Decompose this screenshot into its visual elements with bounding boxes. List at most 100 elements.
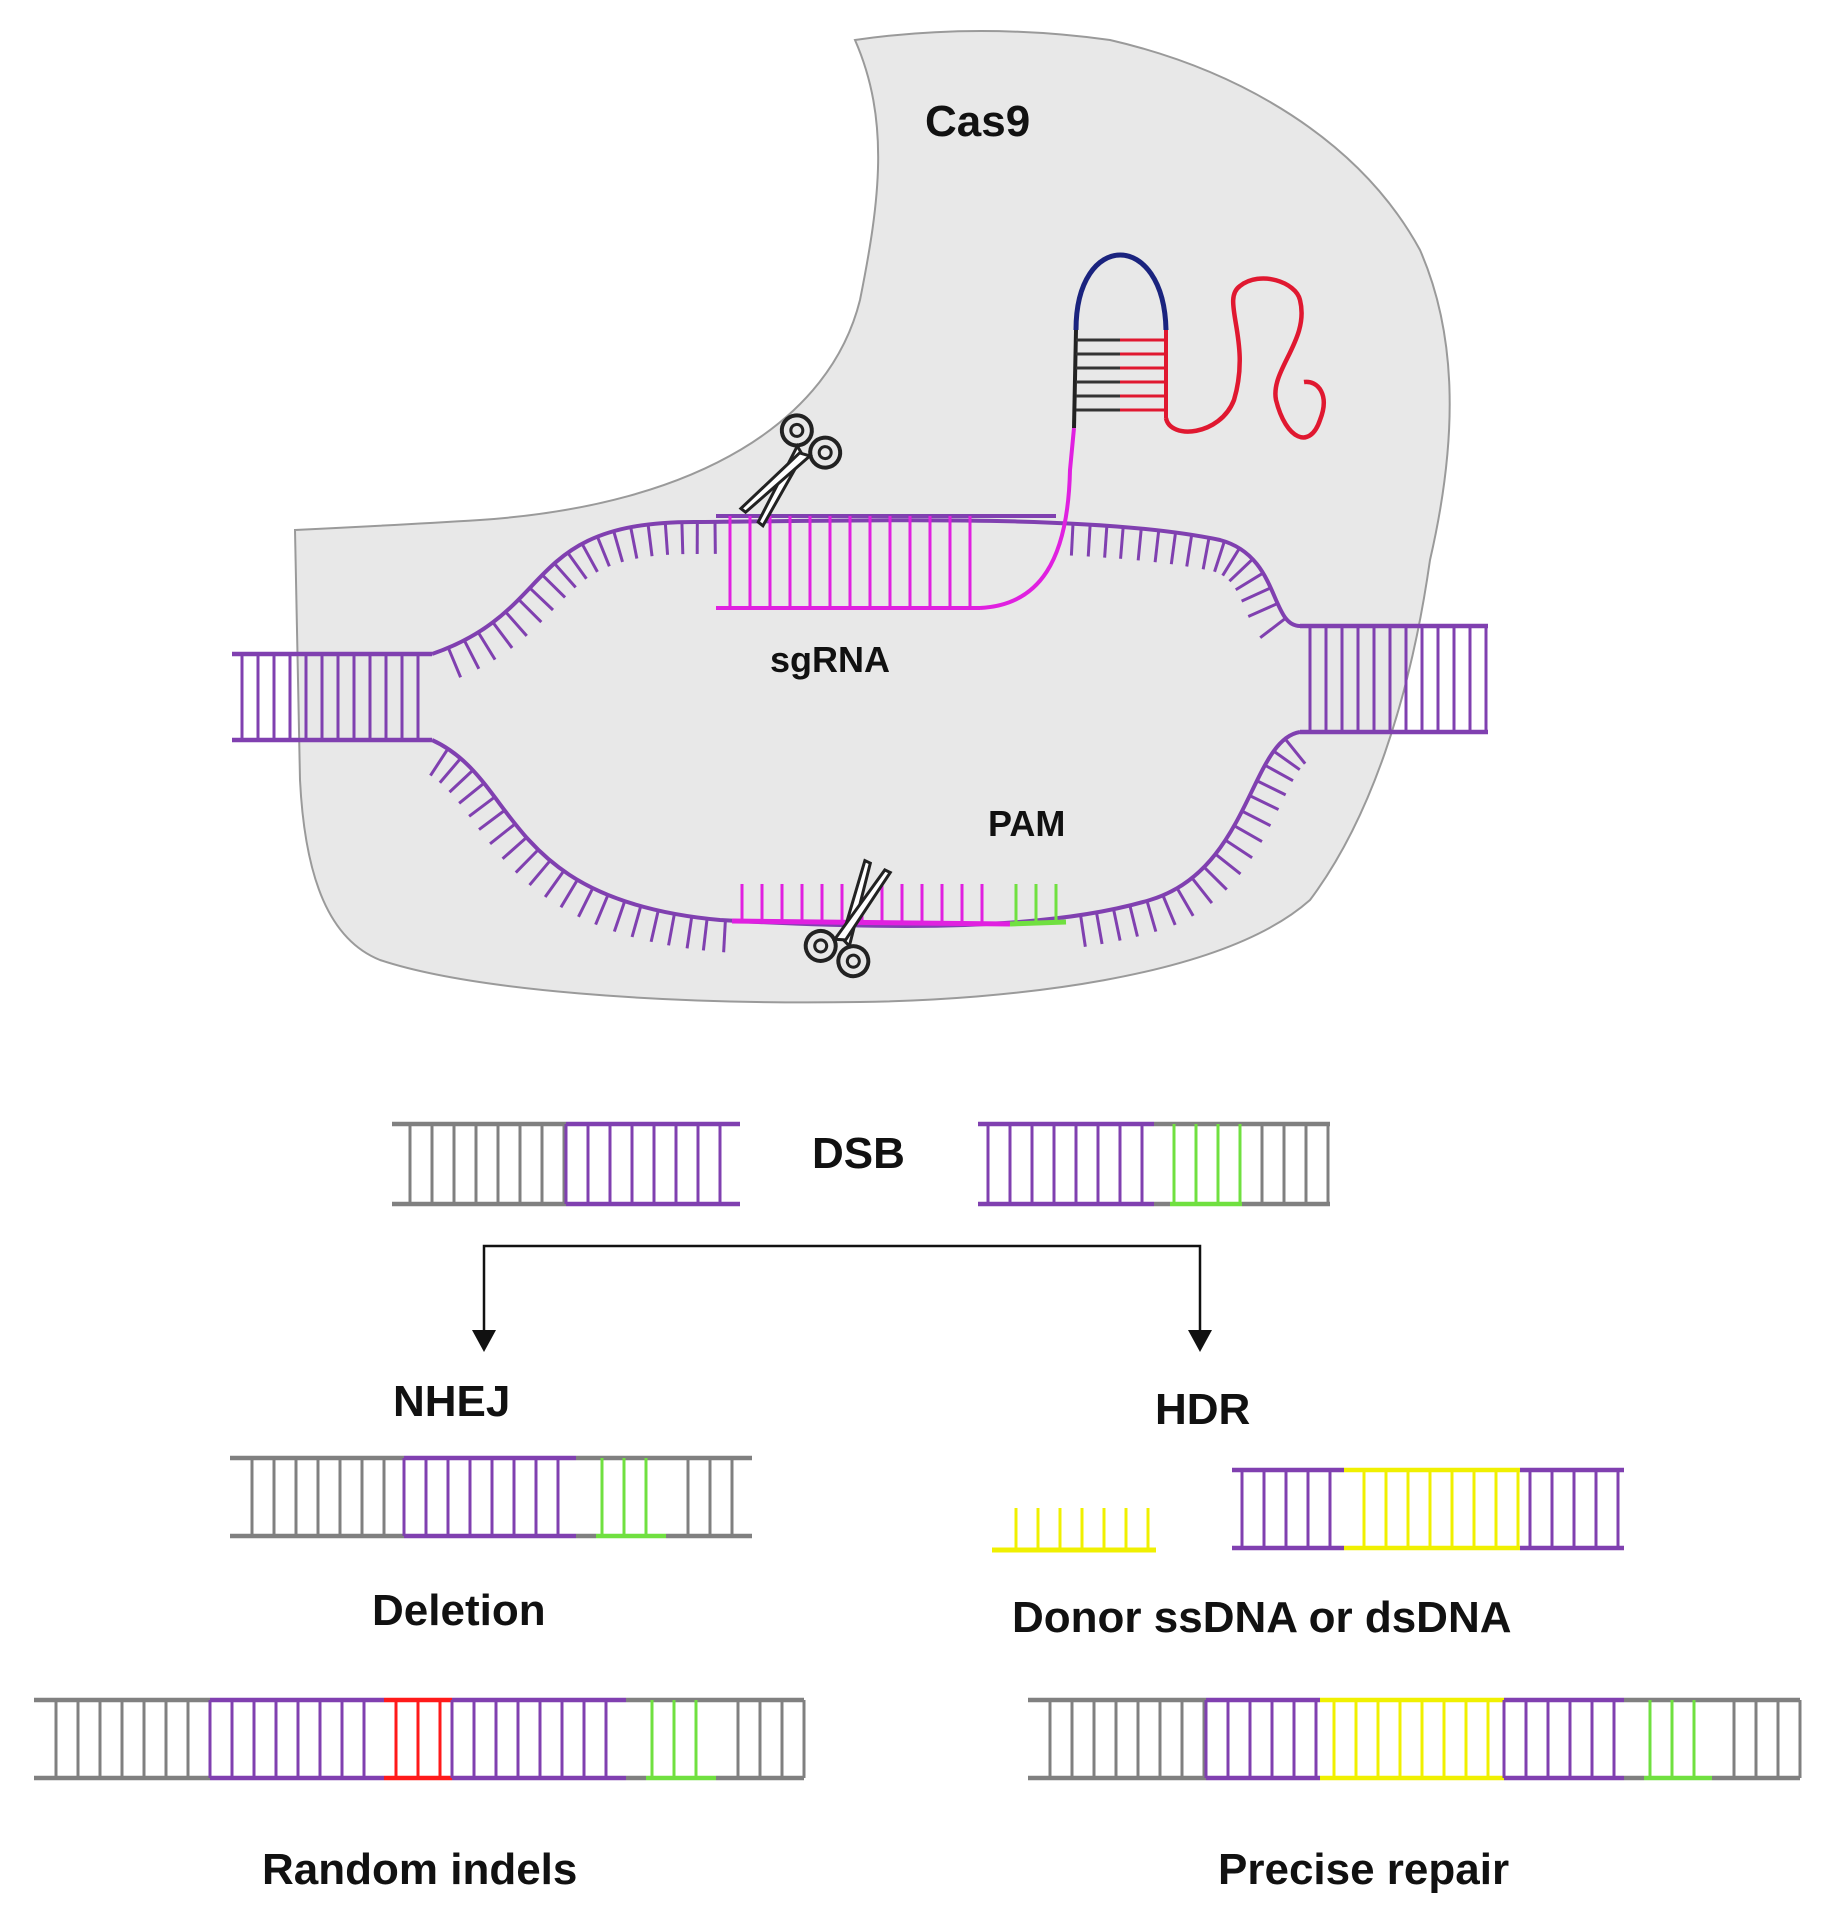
sgrna-heteroduplex: [716, 514, 1056, 610]
deletion-label: Deletion: [372, 1586, 546, 1635]
dna-base: [1153, 530, 1161, 563]
dna-base: [541, 573, 567, 599]
dna-top-strand: [431, 518, 1301, 678]
sgrna-label: sgRNA: [770, 639, 890, 680]
dna-base: [1145, 900, 1158, 933]
dna-base: [559, 879, 579, 909]
dna-base: [528, 586, 555, 612]
donor-ssdna: [992, 1508, 1156, 1553]
dna-base: [476, 631, 497, 661]
dna-base: [667, 913, 676, 946]
dna-base: [1256, 779, 1287, 797]
dna-base: [504, 610, 528, 637]
pam-label: PAM: [988, 803, 1065, 844]
dna-base: [1136, 528, 1143, 561]
arrow-head-hdr: [1188, 1330, 1212, 1352]
random-indels-label: Random indels: [262, 1845, 577, 1894]
dna-base: [594, 894, 610, 926]
dna-base: [478, 809, 506, 831]
dna-base: [438, 757, 462, 784]
dna-base: [680, 522, 685, 555]
dna-base: [1169, 532, 1178, 565]
dna-base: [448, 769, 474, 794]
dna-base: [1228, 558, 1254, 583]
dna-base: [1103, 525, 1109, 558]
dna-base: [596, 536, 611, 567]
dna-base: [1185, 534, 1194, 567]
dna-base: [1112, 908, 1122, 941]
dna-base: [501, 836, 528, 860]
dna-base: [1233, 824, 1263, 843]
dna-base: [543, 870, 565, 898]
dna-base: [1259, 617, 1287, 639]
dna-base: [1264, 763, 1294, 782]
dna-base: [612, 530, 624, 563]
dna-base: [630, 905, 643, 938]
dna-base: [458, 782, 485, 805]
dna-base: [446, 647, 462, 678]
dna-base: [566, 551, 588, 580]
cas9-label: Cas9: [925, 97, 1030, 146]
dna-base: [1241, 809, 1272, 828]
dna-base: [1190, 877, 1214, 904]
dna-base: [1175, 887, 1195, 917]
dna-base: [1234, 571, 1264, 592]
target-strand-region: [731, 918, 1011, 927]
dna-base: [722, 920, 727, 953]
precise-repair-label: Precise repair: [1218, 1845, 1509, 1894]
dna-base: [663, 522, 670, 555]
dna-base: [1240, 586, 1272, 603]
dna-base: [646, 524, 654, 557]
dna-base: [1128, 905, 1139, 937]
dna-base: [1214, 852, 1242, 876]
sgrna-tail: [1163, 276, 1326, 440]
dna-base: [1119, 526, 1125, 559]
dna-base: [1224, 838, 1253, 860]
scissors-icon: [803, 858, 893, 979]
dna-base: [553, 562, 577, 589]
pam-backbone: [1009, 919, 1067, 927]
sgrna-scaffold: [979, 252, 1326, 610]
dna-base: [1069, 523, 1075, 556]
hdr-label: HDR: [1155, 1385, 1250, 1434]
dna-base: [629, 526, 639, 559]
branch-arrows: [482, 1244, 1202, 1334]
dna-duplex-left: [232, 651, 432, 743]
dna-base: [1161, 894, 1177, 926]
dna-base: [577, 887, 595, 918]
scissors-icon: [738, 413, 843, 529]
dna-base: [1283, 737, 1307, 765]
stem-strand: [1072, 329, 1078, 429]
dna-base: [612, 900, 627, 933]
dna-base: [1213, 540, 1226, 573]
stem-loop: [1073, 252, 1169, 331]
dna-base: [514, 848, 540, 874]
dna-base: [1221, 547, 1241, 577]
dna-base: [429, 747, 450, 777]
dna-base: [580, 543, 599, 573]
donor-dsdna: [1232, 1467, 1624, 1551]
nhej-label: NHEJ: [393, 1377, 510, 1426]
precise-repair-dna: [1028, 1697, 1802, 1781]
random-indels-dna: [34, 1697, 806, 1781]
dna-bottom-strand: [429, 730, 1307, 953]
dna-base: [1249, 794, 1280, 811]
sgrna-linker: [979, 427, 1076, 610]
dna-single-strand: [431, 518, 1301, 656]
dna-base: [517, 598, 543, 624]
dna-single-strand: [431, 730, 1301, 928]
donor-label: Donor ssDNA or dsDNA: [1012, 1593, 1512, 1642]
dna-base: [1247, 602, 1279, 618]
dna-base: [1202, 866, 1228, 891]
dna-base: [1201, 537, 1211, 570]
dna-base: [1272, 749, 1301, 771]
deletion-dna: [230, 1455, 752, 1539]
dna-base: [491, 621, 514, 649]
dna-base: [1095, 912, 1104, 945]
dna-base: [649, 910, 660, 943]
dna-base: [1086, 524, 1092, 557]
dna-base: [701, 918, 709, 951]
dsb-label: DSB: [812, 1129, 905, 1178]
